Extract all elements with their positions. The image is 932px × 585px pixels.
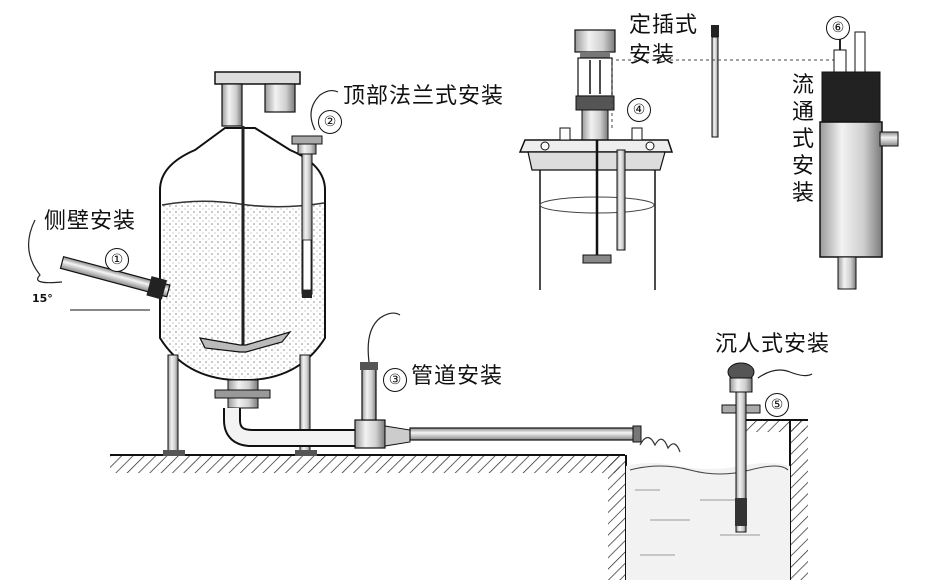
label-pipeline: 管道安装 (411, 364, 504, 389)
vessel (159, 71, 326, 456)
marker-4: ④ (627, 98, 651, 122)
sensor-side-wall (28, 219, 171, 311)
sensor-top-flange (291, 89, 339, 298)
marker-3: ③ (383, 368, 407, 392)
marker-6: ⑥ (826, 16, 850, 40)
label-fixed-insert-line2: 安装 (629, 43, 676, 68)
label-fixed-insert-line1: 定插式 (629, 13, 699, 38)
marker-5: ⑤ (765, 393, 789, 417)
label-top-flange: 顶部法兰式安装 (343, 84, 505, 109)
sensor-fixed-insert (518, 25, 845, 290)
pit-water (626, 436, 790, 580)
marker-1: ① (105, 248, 129, 272)
label-immersion: 沉人式安装 (715, 332, 831, 357)
label-flow-through: 流 通 式 安 装 (791, 73, 814, 206)
sensor-pipeline (360, 312, 401, 421)
sensor-flow-through (819, 28, 899, 290)
marker-2: ② (318, 110, 342, 134)
sensor-immersion (721, 362, 813, 533)
pipeline (223, 408, 642, 449)
angle-label: 15° (32, 292, 53, 305)
label-side-wall: 侧壁安装 (44, 209, 137, 234)
